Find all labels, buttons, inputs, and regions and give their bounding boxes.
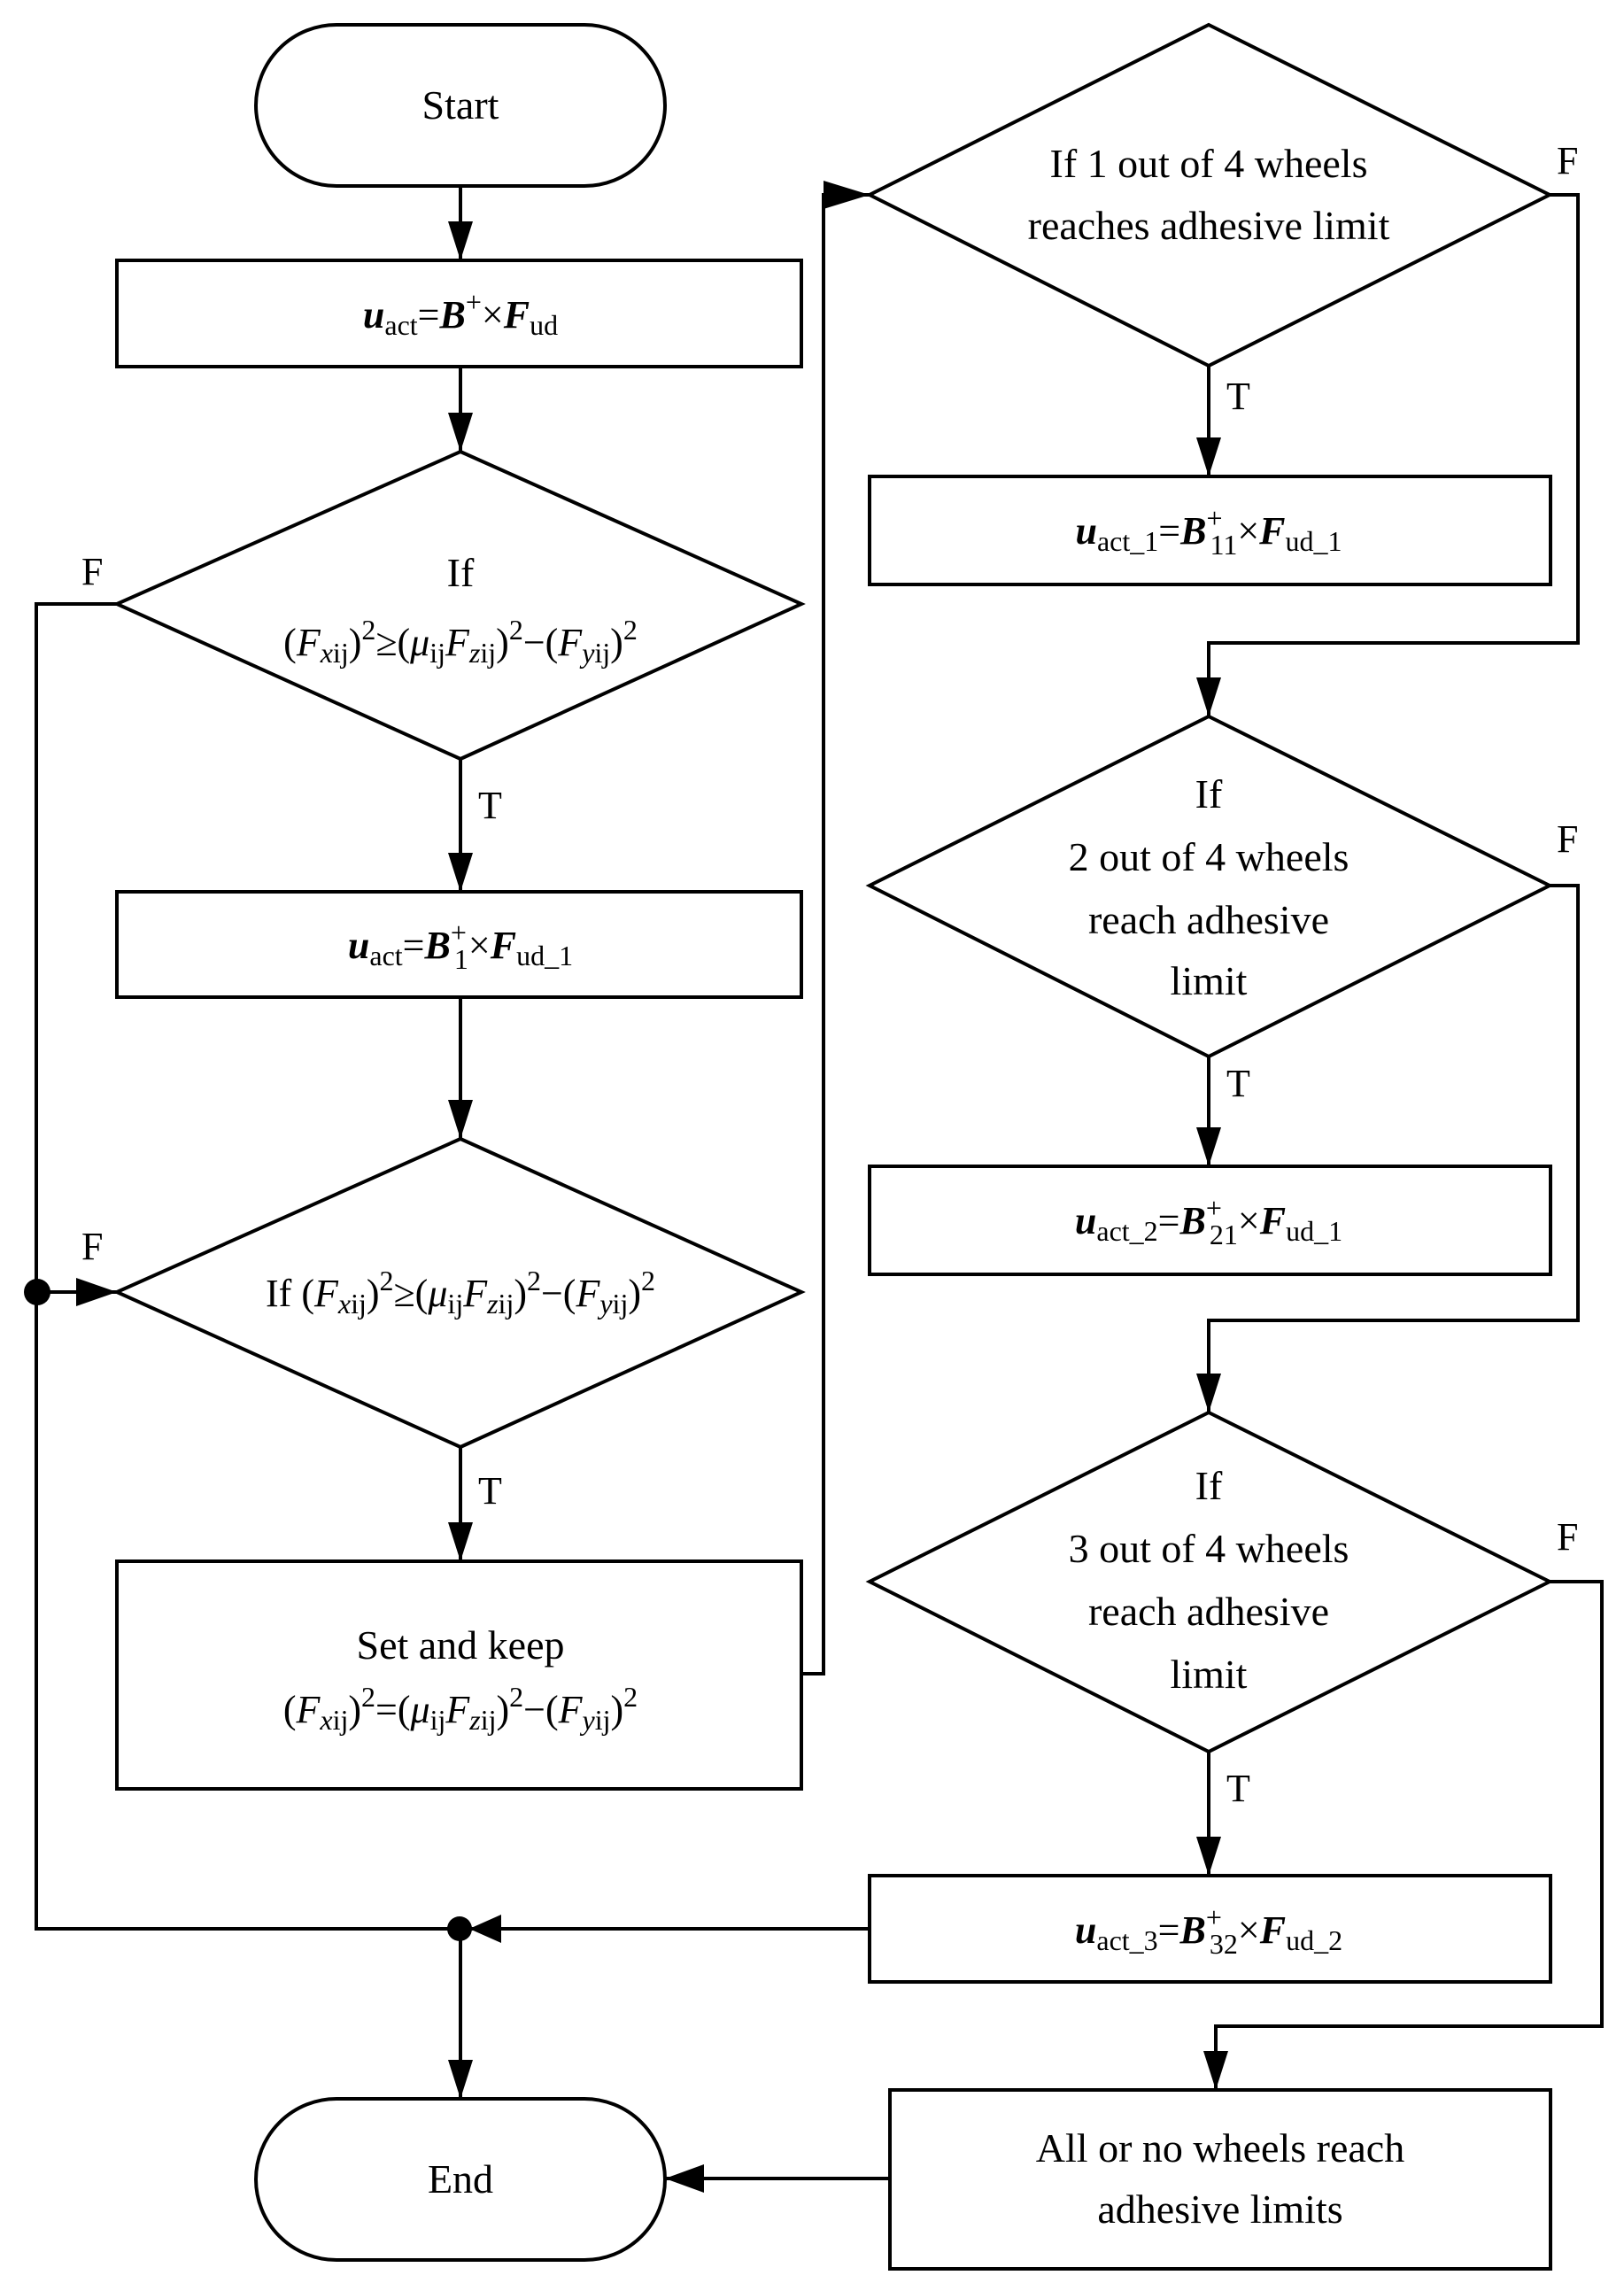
node-set-keep: Set and keep (Fxij)2=(μijFzij)2−(Fyij)2	[115, 1559, 803, 1791]
formula-uact-2: uact_2=B+21×Fud_1	[1075, 1192, 1342, 1250]
formula-uact-b1: uact=B+1×Fud_1	[348, 917, 573, 975]
label-false: F	[81, 1225, 103, 1268]
node-check-limit-2: If (Fxij)2≥(μijFzij)2−(Fyij)2	[112, 1136, 806, 1450]
node-all-or-none: All or no wheels reach adhesive limits	[888, 2088, 1552, 2271]
label-false: F	[1557, 1515, 1578, 1559]
threewheels-line-4: limit	[1171, 1652, 1248, 1697]
twowheels-line-3: reach adhesive	[1088, 897, 1329, 942]
node-start: Start	[254, 23, 667, 188]
arrowhead-icon	[1196, 677, 1221, 716]
label-true: T	[1226, 1062, 1250, 1105]
edge-threewheels-false	[1214, 1580, 1604, 2090]
arrowhead-icon	[448, 1522, 473, 1561]
start-label: Start	[422, 82, 499, 128]
onewheel-line-2: reaches adhesive limit	[1028, 203, 1390, 248]
arrowhead-icon	[665, 2164, 704, 2193]
arrowhead-icon	[448, 221, 473, 260]
allornone-line-2: adhesive limits	[1097, 2186, 1342, 2232]
formula-uact-1: uact_1=B+11×Fud_1	[1075, 502, 1342, 561]
edge-onewheel-false	[1207, 193, 1580, 716]
arrowhead-icon	[448, 413, 473, 452]
end-label: End	[428, 2156, 493, 2202]
label-true: T	[1226, 375, 1250, 418]
arrowhead-icon	[1196, 1837, 1221, 1876]
allornone-line-1: All or no wheels reach	[1036, 2125, 1404, 2171]
node-calc-uact-2: uact_2=B+21×Fud_1	[868, 1165, 1552, 1276]
onewheel-line-1: If 1 out of 4 wheels	[1050, 141, 1368, 186]
threewheels-line-3: reach adhesive	[1088, 1589, 1329, 1634]
arrowhead-icon	[448, 1100, 473, 1139]
edge-setkeep-to-onewheel	[801, 193, 870, 1675]
threewheels-line-2: 3 out of 4 wheels	[1069, 1526, 1349, 1571]
arrowhead-icon	[1203, 2051, 1228, 2090]
node-calc-uact: uact=B+×Fud	[115, 259, 803, 368]
check1-if: If	[447, 550, 475, 595]
label-false: F	[81, 550, 103, 593]
twowheels-line-4: limit	[1171, 958, 1248, 1003]
junction-dot	[24, 1279, 50, 1305]
node-two-wheels: If 2 out of 4 wheels reach adhesive limi…	[865, 714, 1554, 1059]
label-true: T	[1226, 1767, 1250, 1810]
label-true: T	[478, 784, 502, 827]
arrowhead-icon	[1196, 1127, 1221, 1166]
node-check-limit-1: If (Fxij)2≥(μijFzij)2−(Fyij)2	[112, 449, 806, 762]
formula-uact: uact=B+×Fud	[363, 286, 558, 341]
edge-twowheels-false	[1207, 884, 1580, 1412]
connectors	[24, 181, 1604, 2193]
branch-labels: F T F T F T F T F T	[81, 139, 1578, 1810]
check1-formula: (Fxij)2≥(μijFzij)2−(Fyij)2	[283, 614, 638, 669]
arrowhead-icon	[76, 1278, 117, 1306]
arrowhead-icon	[448, 2060, 473, 2099]
node-calc-uact-1: uact_1=B+11×Fud_1	[868, 475, 1552, 586]
arrowhead-icon	[1196, 1374, 1221, 1412]
threewheels-line-1: If	[1195, 1463, 1223, 1508]
arrowhead-icon	[1196, 437, 1221, 476]
arrowhead-icon	[448, 853, 473, 892]
formula-uact-3: uact_3=B+32×Fud_2	[1075, 1901, 1342, 1960]
node-three-wheels: If 3 out of 4 wheels reach adhesive limi…	[865, 1410, 1554, 1754]
node-one-wheel: If 1 out of 4 wheels reaches adhesive li…	[865, 22, 1554, 368]
label-false: F	[1557, 817, 1578, 861]
node-calc-uact-3: uact_3=B+32×Fud_2	[868, 1874, 1552, 1984]
label-false: F	[1557, 139, 1578, 182]
arrowhead-icon	[469, 1915, 501, 1943]
edge-check1-false	[35, 602, 458, 1931]
setkeep-label: Set and keep	[356, 1622, 564, 1668]
node-calc-uact-b1: uact=B+1×Fud_1	[115, 890, 803, 999]
label-true: T	[478, 1469, 502, 1513]
twowheels-line-1: If	[1195, 771, 1223, 816]
twowheels-line-2: 2 out of 4 wheels	[1069, 834, 1349, 879]
node-end: End	[254, 2097, 667, 2262]
arrowhead-icon	[824, 181, 870, 209]
